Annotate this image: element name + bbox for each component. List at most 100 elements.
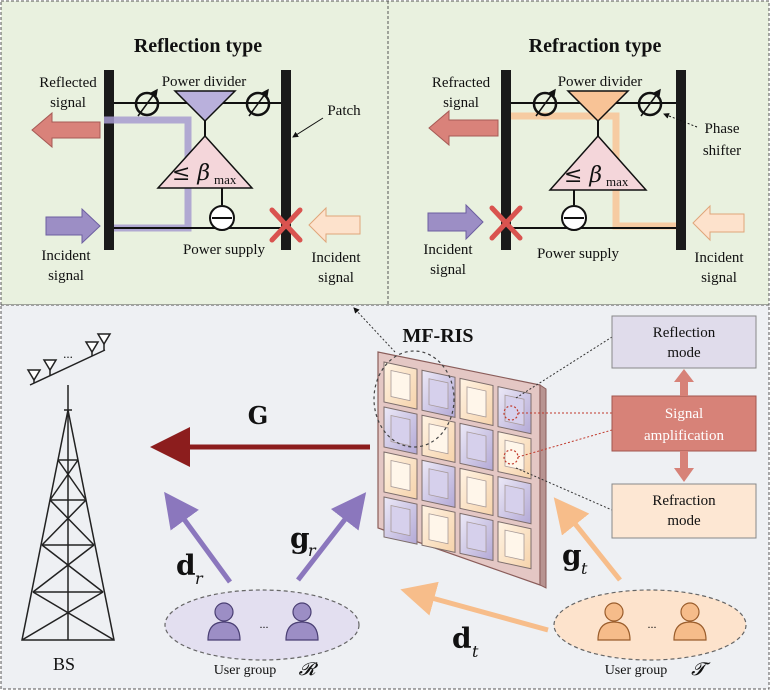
svg-text:𝓡: 𝓡 xyxy=(299,659,319,680)
refraction-mode-box xyxy=(611,483,757,539)
svg-text:...: ... xyxy=(648,617,657,631)
ris-element-inner xyxy=(466,521,487,553)
svg-text:Incident: Incident xyxy=(694,250,744,266)
amplifier-label: ≤ β xyxy=(564,163,602,188)
ris-element-inner xyxy=(428,423,449,455)
amplifier-sub: max xyxy=(214,172,237,187)
svg-text:r: r xyxy=(195,569,204,588)
amplifier-icon xyxy=(548,134,648,191)
amplifier-sub: max xyxy=(606,174,629,189)
channel-gr-label: g xyxy=(290,522,310,555)
svg-text:Incident: Incident xyxy=(423,242,473,258)
svg-text:signal: signal xyxy=(318,270,354,286)
amplifier-label: ≤ β xyxy=(172,161,210,186)
svg-text:mode: mode xyxy=(667,345,701,361)
left-bar xyxy=(501,70,511,250)
bs-label: BS xyxy=(53,654,75,674)
power-divider xyxy=(173,90,237,123)
channel-gt-arrow xyxy=(553,497,622,582)
power-divider xyxy=(566,90,630,123)
ris-element-inner xyxy=(504,529,525,561)
user-icon xyxy=(673,602,707,641)
power-divider-label: Power divider xyxy=(162,74,247,90)
svg-text:shifter: shifter xyxy=(703,143,741,159)
svg-text:r: r xyxy=(308,541,317,560)
patch-bar xyxy=(281,70,291,250)
ris-element-inner xyxy=(390,370,411,402)
power-supply-label: Power supply xyxy=(537,246,620,262)
user-group-t: ... User group 𝓣 xyxy=(553,589,747,680)
ris-element-inner xyxy=(466,431,487,463)
user-group-label: User group xyxy=(605,663,668,678)
ris-element-inner xyxy=(504,394,525,426)
base-station-icon xyxy=(21,333,115,641)
svg-text:signal: signal xyxy=(48,268,84,284)
svg-text:t: t xyxy=(581,559,588,578)
ris-element-inner xyxy=(466,476,487,508)
ris-element-inner xyxy=(428,378,449,410)
phase-shifter-icon xyxy=(245,88,271,117)
svg-text:Reflected: Reflected xyxy=(39,75,97,91)
amplifier-icon xyxy=(156,134,254,189)
phase-shifter-label: Phase xyxy=(705,121,740,137)
ris-label: MF-RIS xyxy=(402,325,473,347)
power-supply-icon xyxy=(209,205,235,231)
patch-label: Patch xyxy=(327,103,361,119)
mode-switch-arrow xyxy=(674,369,694,482)
incident-signal-arrow xyxy=(692,204,745,242)
mf-ris-surface xyxy=(377,351,547,589)
power-supply-icon xyxy=(561,205,587,231)
incident-signal-arrow-blocked xyxy=(308,206,361,244)
svg-text:Refracted: Refracted xyxy=(432,75,491,91)
power-supply-label: Power supply xyxy=(183,242,266,258)
svg-text:t: t xyxy=(472,642,479,661)
left-bar xyxy=(104,70,114,250)
svg-text:Incident: Incident xyxy=(41,248,91,264)
blocked-cross-icon xyxy=(489,205,523,241)
svg-text:Incident: Incident xyxy=(311,250,361,266)
channel-dt-arrow xyxy=(400,581,549,633)
reflection-type-panel: Reflection type Power divider ≤ β max xyxy=(31,35,361,286)
refracted-signal-arrow xyxy=(428,109,499,147)
top-panel xyxy=(0,0,770,306)
channel-dt-label: d xyxy=(452,622,472,655)
svg-text:signal: signal xyxy=(443,95,479,111)
user-icon xyxy=(285,602,319,641)
signal-amplification-box xyxy=(611,395,757,452)
phase-shifter-icon xyxy=(532,88,558,117)
channel-gt-label: g xyxy=(562,539,582,572)
ris-element-inner xyxy=(390,415,411,447)
svg-text:...: ... xyxy=(260,617,269,631)
reflection-title: Reflection type xyxy=(134,35,262,57)
svg-text:...: ... xyxy=(63,346,73,361)
svg-text:signal: signal xyxy=(50,95,86,111)
ris-zoom-circle xyxy=(373,350,455,448)
user-icon xyxy=(597,602,631,641)
phase-shifter-icon xyxy=(637,88,663,117)
channel-dr-label: d xyxy=(176,549,196,582)
phase-shifter-icon xyxy=(134,88,160,117)
svg-text:Refraction: Refraction xyxy=(652,493,716,509)
user-group-label: User group xyxy=(214,663,277,678)
user-icon xyxy=(207,602,241,641)
incident-signal-arrow xyxy=(45,207,101,245)
svg-text:signal: signal xyxy=(430,262,466,278)
ris-element-inner xyxy=(428,513,449,545)
svg-text:Reflection: Reflection xyxy=(653,325,716,341)
svg-text:signal: signal xyxy=(701,270,737,286)
svg-text:mode: mode xyxy=(667,513,701,529)
right-bar xyxy=(676,70,686,250)
reflected-signal-arrow xyxy=(31,111,101,149)
channel-g-label: G xyxy=(248,401,269,430)
ris-element-inner xyxy=(390,460,411,492)
user-group-r: ... User group 𝓡 xyxy=(164,589,360,680)
ris-element-inner xyxy=(504,484,525,516)
ris-element-inner xyxy=(428,468,449,500)
power-divider-label: Power divider xyxy=(558,74,643,90)
channel-gr-arrow xyxy=(296,492,367,582)
refraction-title: Refraction type xyxy=(529,35,662,57)
blocked-cross-icon xyxy=(269,207,303,243)
svg-text:amplification: amplification xyxy=(644,428,724,444)
